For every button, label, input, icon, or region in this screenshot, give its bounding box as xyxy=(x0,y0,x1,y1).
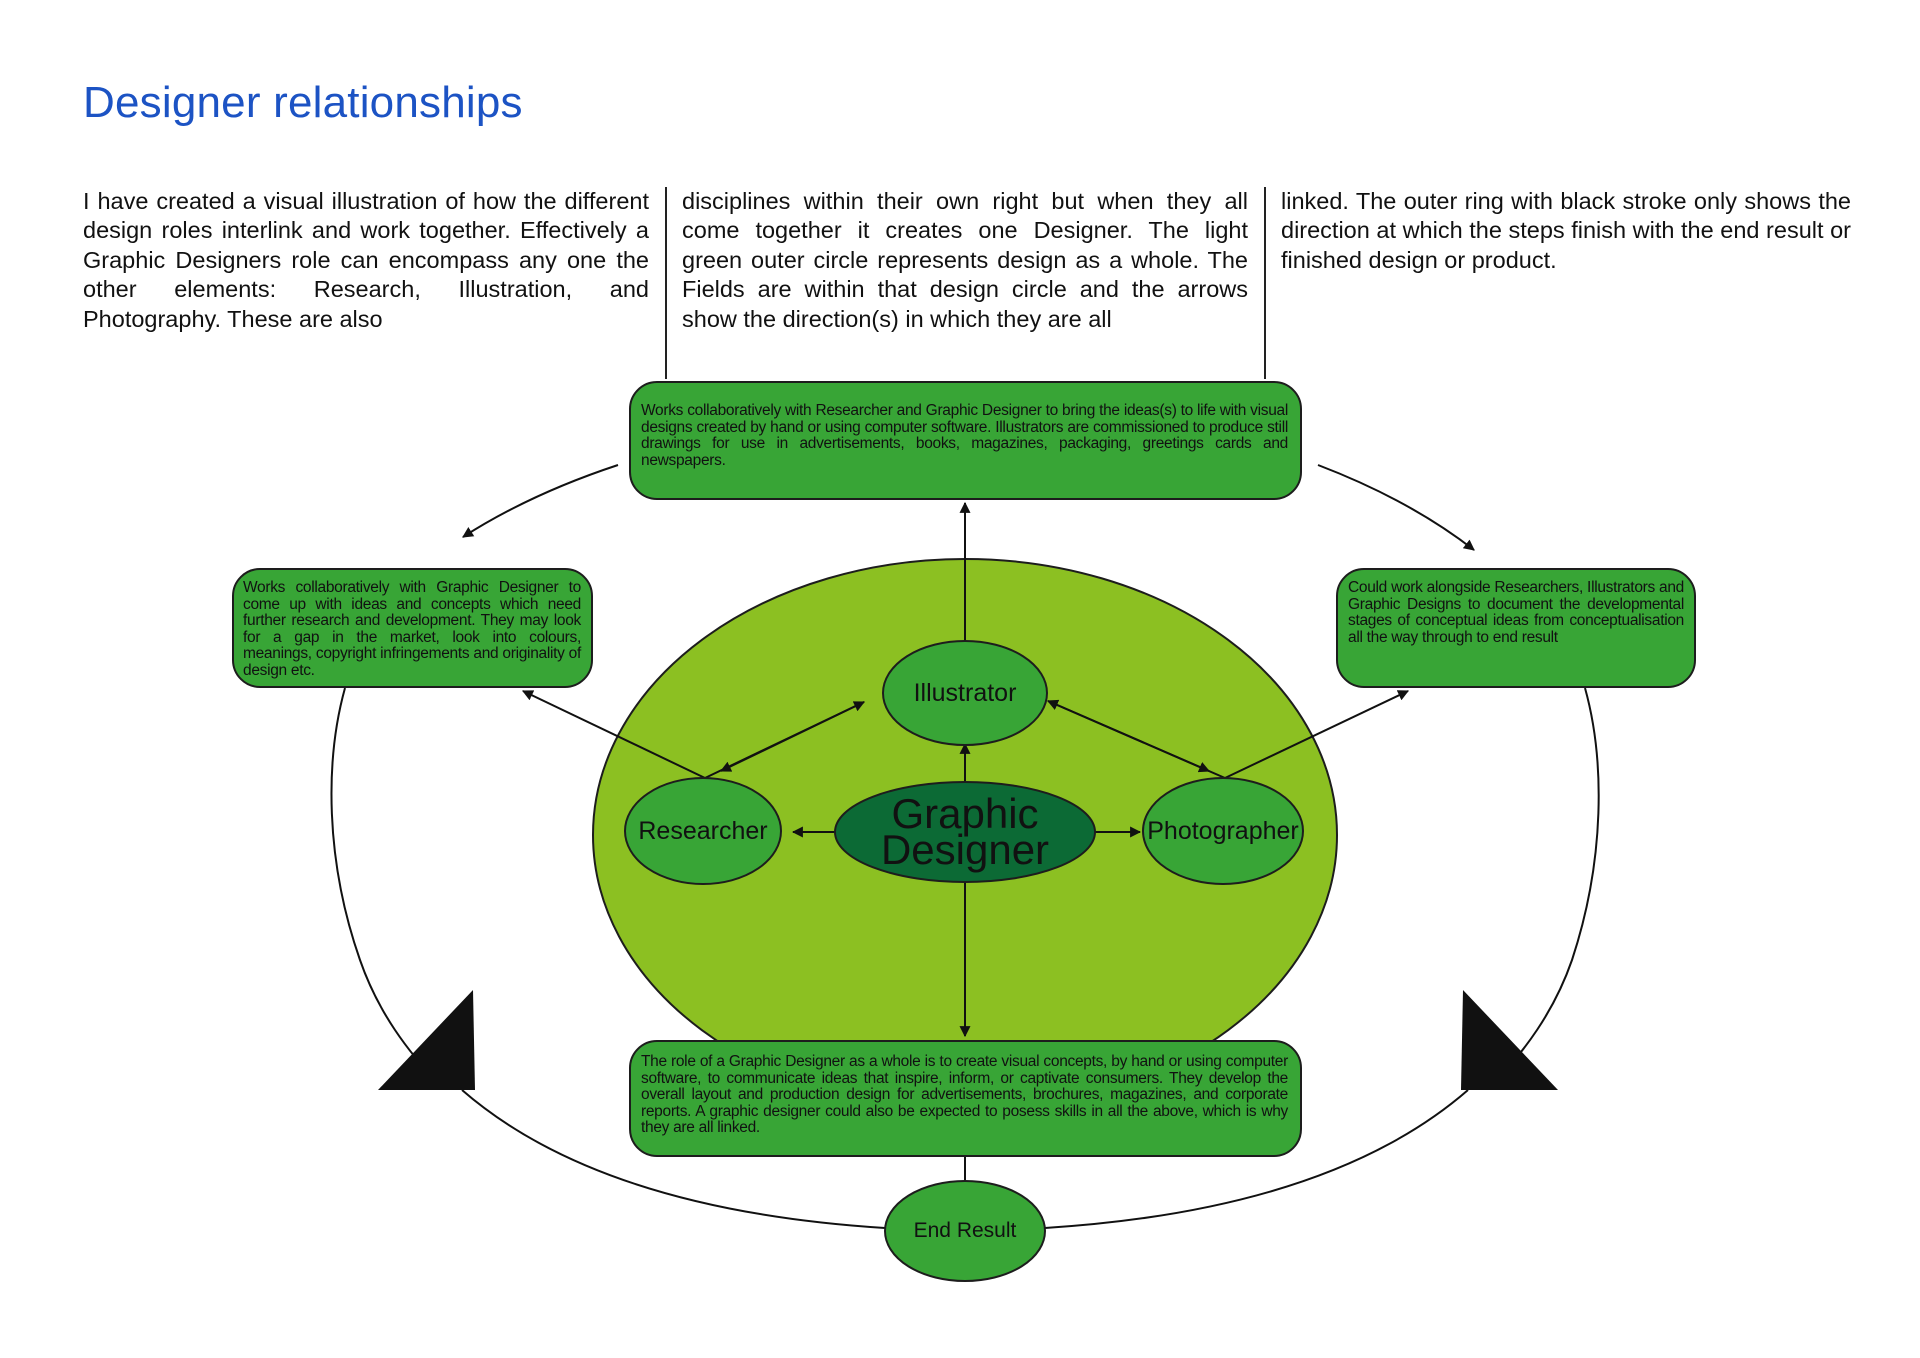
intro-paragraph-part-3: linked. The outer ring with black stroke… xyxy=(1281,188,1851,273)
outer-ring-top-left xyxy=(462,464,619,538)
graphic-designer-ellipse xyxy=(834,781,1096,883)
page-title: Designer relationships xyxy=(83,78,523,127)
arrow-researcher-to-researcher-box xyxy=(522,690,706,779)
outer-ring-bottom-left xyxy=(461,1089,886,1229)
graphic-designer-description-box: The role of a Graphic Designer as a whol… xyxy=(629,1040,1302,1157)
intro-paragraph-part-1: I have created a visual illustration of … xyxy=(83,188,649,332)
illustrator-label: Illustrator xyxy=(913,678,1017,707)
photographer-description-box: Could work alongside Researchers, Illust… xyxy=(1336,568,1696,688)
arrow-illustrator-to-researcher xyxy=(720,701,865,772)
column-divider xyxy=(1264,187,1266,379)
researcher-ellipse xyxy=(624,777,782,885)
large-arrowhead-left xyxy=(378,990,475,1090)
outer-ring-top-right xyxy=(1317,464,1475,551)
arrow-illustrator-to-photographer xyxy=(1047,700,1211,773)
photographer-ellipse xyxy=(1142,777,1304,885)
outer-ring-bottom-right xyxy=(1044,1089,1469,1229)
researcher-label: Researcher xyxy=(638,816,768,845)
graphic-designer-label: Graphic Designer xyxy=(880,790,1050,873)
illustrator-ellipse xyxy=(882,640,1048,746)
outer-ring-right xyxy=(1491,687,1600,1086)
photographer-label: Photographer xyxy=(1147,816,1299,845)
illustrator-description-box: Works collaboratively with Researcher an… xyxy=(629,381,1302,500)
large-arrowhead-right xyxy=(1461,990,1558,1090)
arrow-photographer-to-photographer-box xyxy=(1224,690,1409,779)
outer-ring-left xyxy=(330,687,441,1086)
intro-paragraph-part-2: disciplines within their own right but w… xyxy=(682,188,1248,332)
end-result-ellipse xyxy=(884,1180,1046,1282)
researcher-description-box: Works collaboratively with Graphic Desig… xyxy=(232,568,593,688)
end-result-label: End Result xyxy=(913,1219,1017,1242)
column-divider xyxy=(665,187,667,379)
